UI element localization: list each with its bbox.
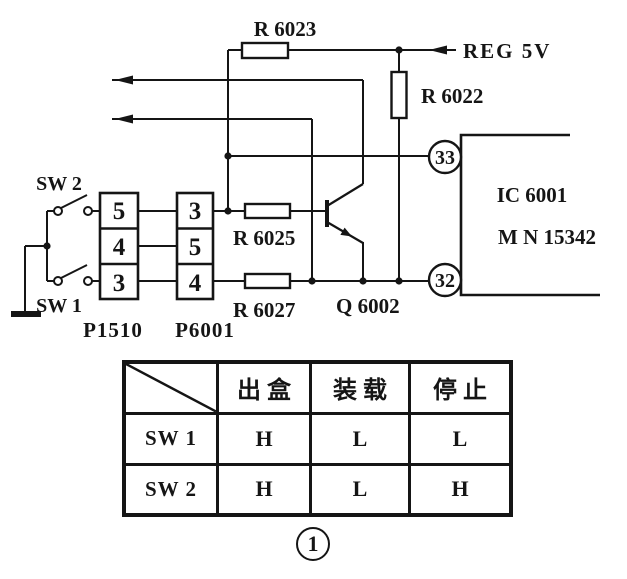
figure-number: 1 <box>307 531 319 556</box>
row-label-sw2: SW 2 <box>122 462 219 517</box>
sw1-eject-value: H <box>216 411 312 466</box>
resistor-r6027-body <box>243 272 292 290</box>
resistor-r6025-body <box>243 202 292 220</box>
label-sw1: SW 1 <box>36 295 82 317</box>
p1510-pin-1: 4 <box>113 234 126 261</box>
table-header-row: 出盒 装载 停止 <box>122 360 513 415</box>
switch-sw1 <box>53 264 93 286</box>
p1510-pin-2: 3 <box>113 270 126 297</box>
label-r6027: R 6027 <box>233 298 295 322</box>
connector-p1510 <box>98 191 140 301</box>
ic-pin32-circle <box>427 262 463 298</box>
label-p1510: P1510 <box>83 318 143 342</box>
label-r6022: R 6022 <box>421 84 483 108</box>
emitter-arrow <box>340 227 352 237</box>
table-row-sw1: SW 1 H L L <box>122 411 513 466</box>
transistor-q6002 <box>325 183 364 244</box>
label-sw2: SW 2 <box>36 173 82 195</box>
label-q6002: Q 6002 <box>336 294 400 318</box>
ic-pin32-number: 32 <box>435 270 455 292</box>
ic-pin33-circle <box>427 139 463 175</box>
ic-block-outline <box>459 133 600 297</box>
table-header-stop: 停止 <box>408 360 513 415</box>
ic-name-line1: IC 6001 <box>497 183 568 207</box>
switch-state-table: 出盒 装载 停止 SW 1 H L L SW 2 H L H <box>122 360 513 517</box>
switch-sw2 <box>53 194 93 216</box>
sw1-stop-value: L <box>408 411 513 466</box>
sw2-load-value: L <box>309 462 411 517</box>
ic-name-line2: M N 15342 <box>498 225 596 249</box>
line2-arrow <box>115 114 133 124</box>
transistor-collector <box>326 183 364 207</box>
sw1-load-value: L <box>309 411 411 466</box>
label-r6023: R 6023 <box>254 17 316 41</box>
table-header-eject: 出盒 <box>216 360 312 415</box>
sw2-stop-value: H <box>408 462 513 517</box>
junction-dots <box>43 46 403 285</box>
figure-number-badge: 1 <box>296 527 330 561</box>
table-row-sw2: SW 2 H L H <box>122 462 513 517</box>
p6001-pin-2: 4 <box>189 270 202 297</box>
connector-p6001 <box>175 191 215 301</box>
sw1-blade <box>60 264 88 279</box>
label-p6001: P6001 <box>175 318 235 342</box>
reg5v-arrow <box>429 45 447 55</box>
ic-pin33-number: 33 <box>435 147 455 169</box>
table-corner-cell <box>122 360 219 415</box>
p1510-pin-0: 5 <box>113 198 126 225</box>
row-label-sw1: SW 1 <box>122 411 219 466</box>
resistor-r6023-body <box>240 41 290 60</box>
circuit-diagram: R 6023 REG 5V R 6022 SW 2 SW 1 R 6025 R … <box>11 17 600 342</box>
line1-arrow <box>115 75 133 85</box>
resistor-bodies <box>240 41 408 290</box>
p6001-pin-0: 3 <box>189 198 202 225</box>
label-reg5v: REG 5V <box>463 39 551 63</box>
sw2-eject-value: H <box>216 462 312 517</box>
signal-arrows <box>115 45 447 124</box>
resistor-r6022-body <box>390 70 408 120</box>
table-header-load: 装载 <box>309 360 411 415</box>
label-r6025: R 6025 <box>233 226 295 250</box>
corner-diagonal-line <box>126 364 216 412</box>
sw2-blade <box>60 194 88 209</box>
p6001-pin-1: 5 <box>189 234 202 261</box>
